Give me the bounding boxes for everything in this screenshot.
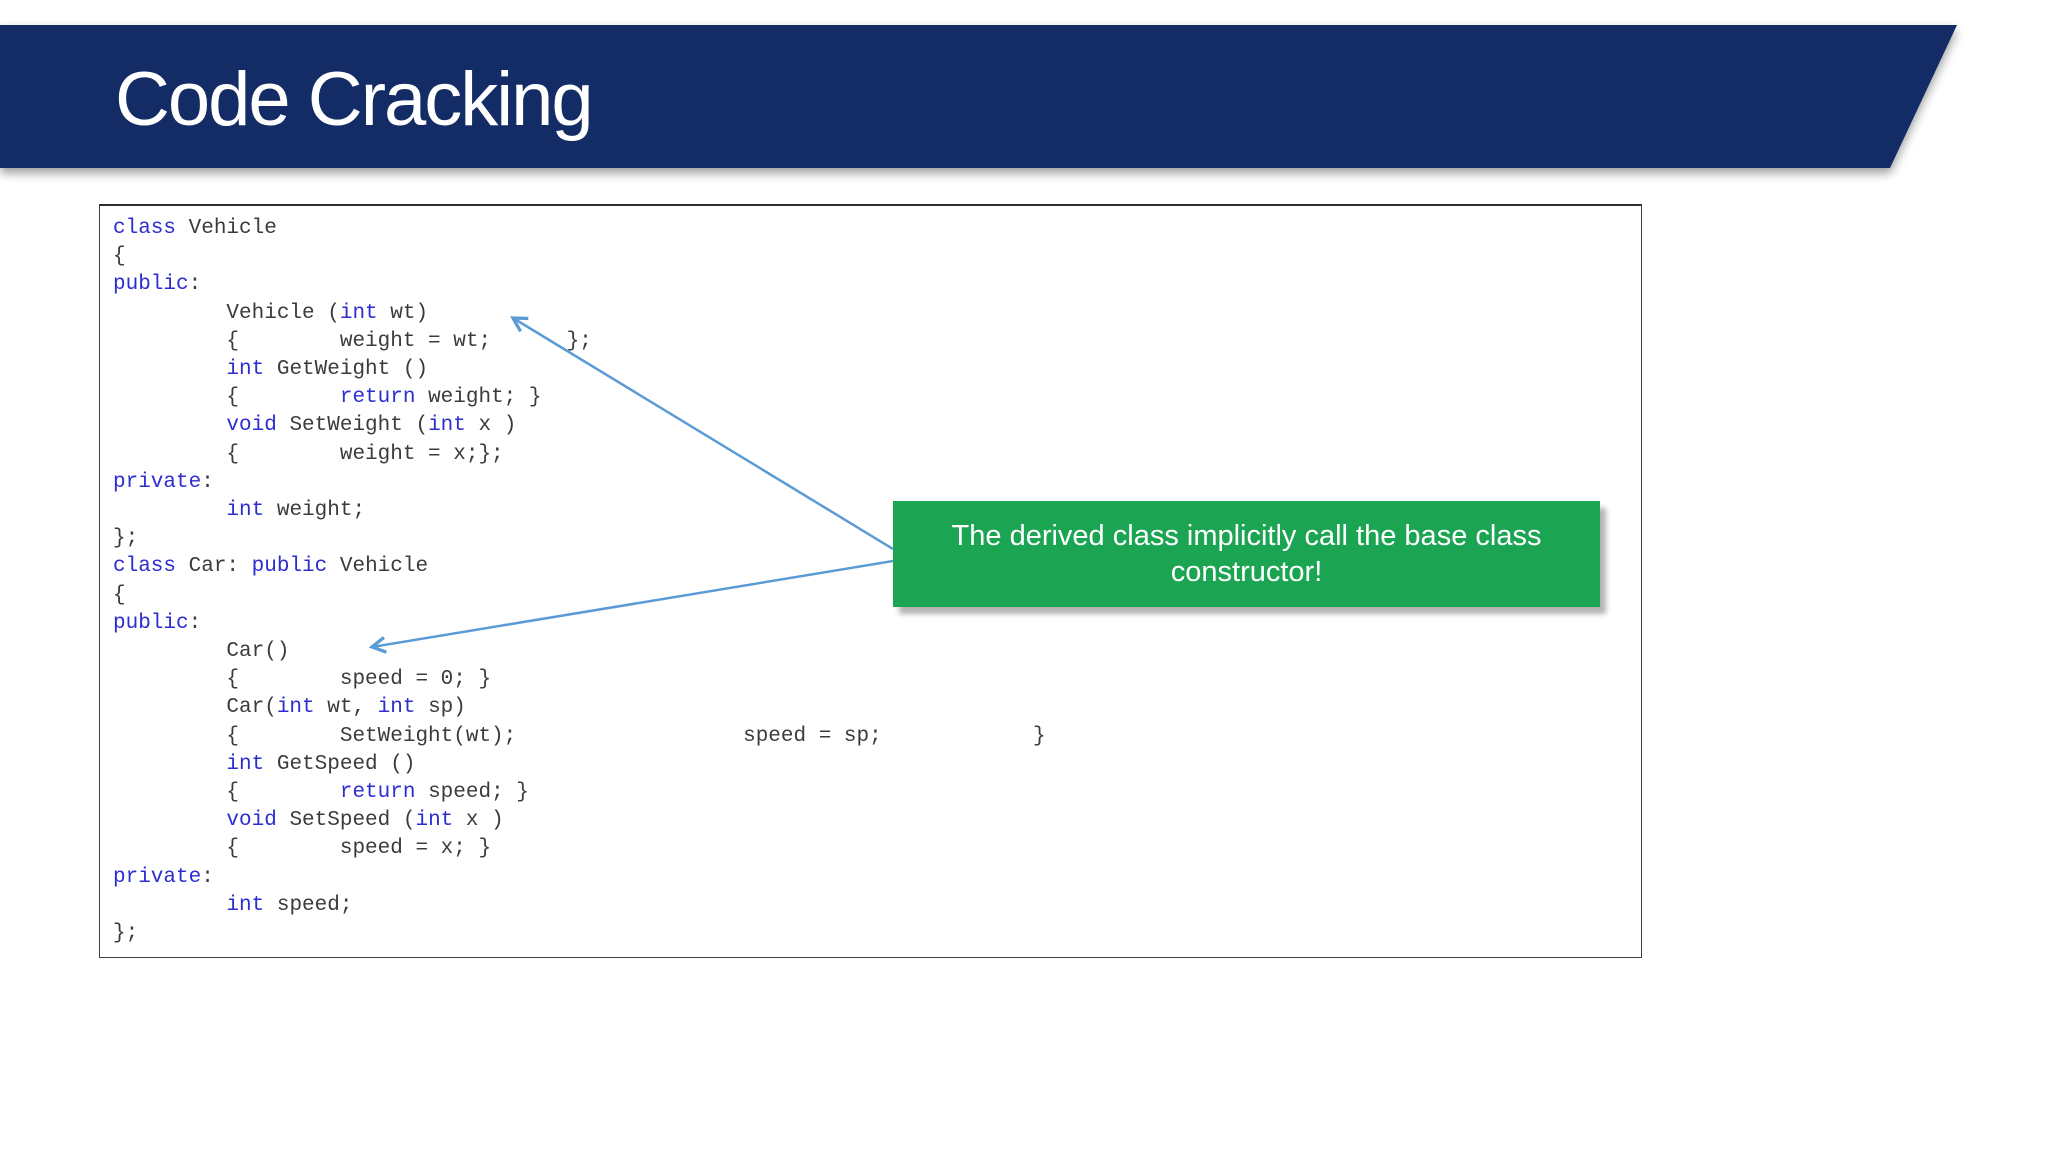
code-line: { [113,583,126,607]
code-line: public: [113,611,202,635]
code-line: { speed = 0; } [113,668,492,692]
code-line: }; [113,922,139,946]
code-line: Car(int wt, int sp) [113,696,466,720]
code-line: void SetSpeed (int x ) [226,809,504,833]
slide-title: Code Cracking [115,57,594,142]
code-line: { [113,245,126,269]
annotation-text: The derived class implicitly call the ba… [951,520,1542,588]
code-line: }; [113,527,139,551]
code-line: class Vehicle [113,217,277,240]
code-line: { weight = x;}; [113,442,504,466]
code-line: public: [113,273,202,297]
code-line: int GetSpeed () [226,752,416,776]
code-block: class Vehicle { public: Vehicle (int wt) {… [100,206,1641,948]
code-line: private: [113,470,214,494]
code-line: Car() [113,640,290,664]
code-line: { speed = x; } [113,837,492,861]
code-line: int GetWeight () [226,358,429,382]
annotation-callout: The derived class implicitly call the ba… [893,501,1600,607]
title-banner-shape [0,25,1957,168]
title-banner [0,25,1960,168]
code-line: Vehicle (int wt) [113,301,429,325]
code-line: { SetWeight(wt); speed = sp; } [113,724,1046,748]
code-line: { weight = wt; }; [113,329,592,353]
code-line: private: [113,865,214,889]
code-line: int weight; [226,499,366,523]
code-line: int speed; [226,893,353,917]
code-line: void SetWeight (int x ) [226,414,517,438]
code-line: { return speed; } [113,781,529,805]
code-line: { return weight; } [113,386,542,410]
